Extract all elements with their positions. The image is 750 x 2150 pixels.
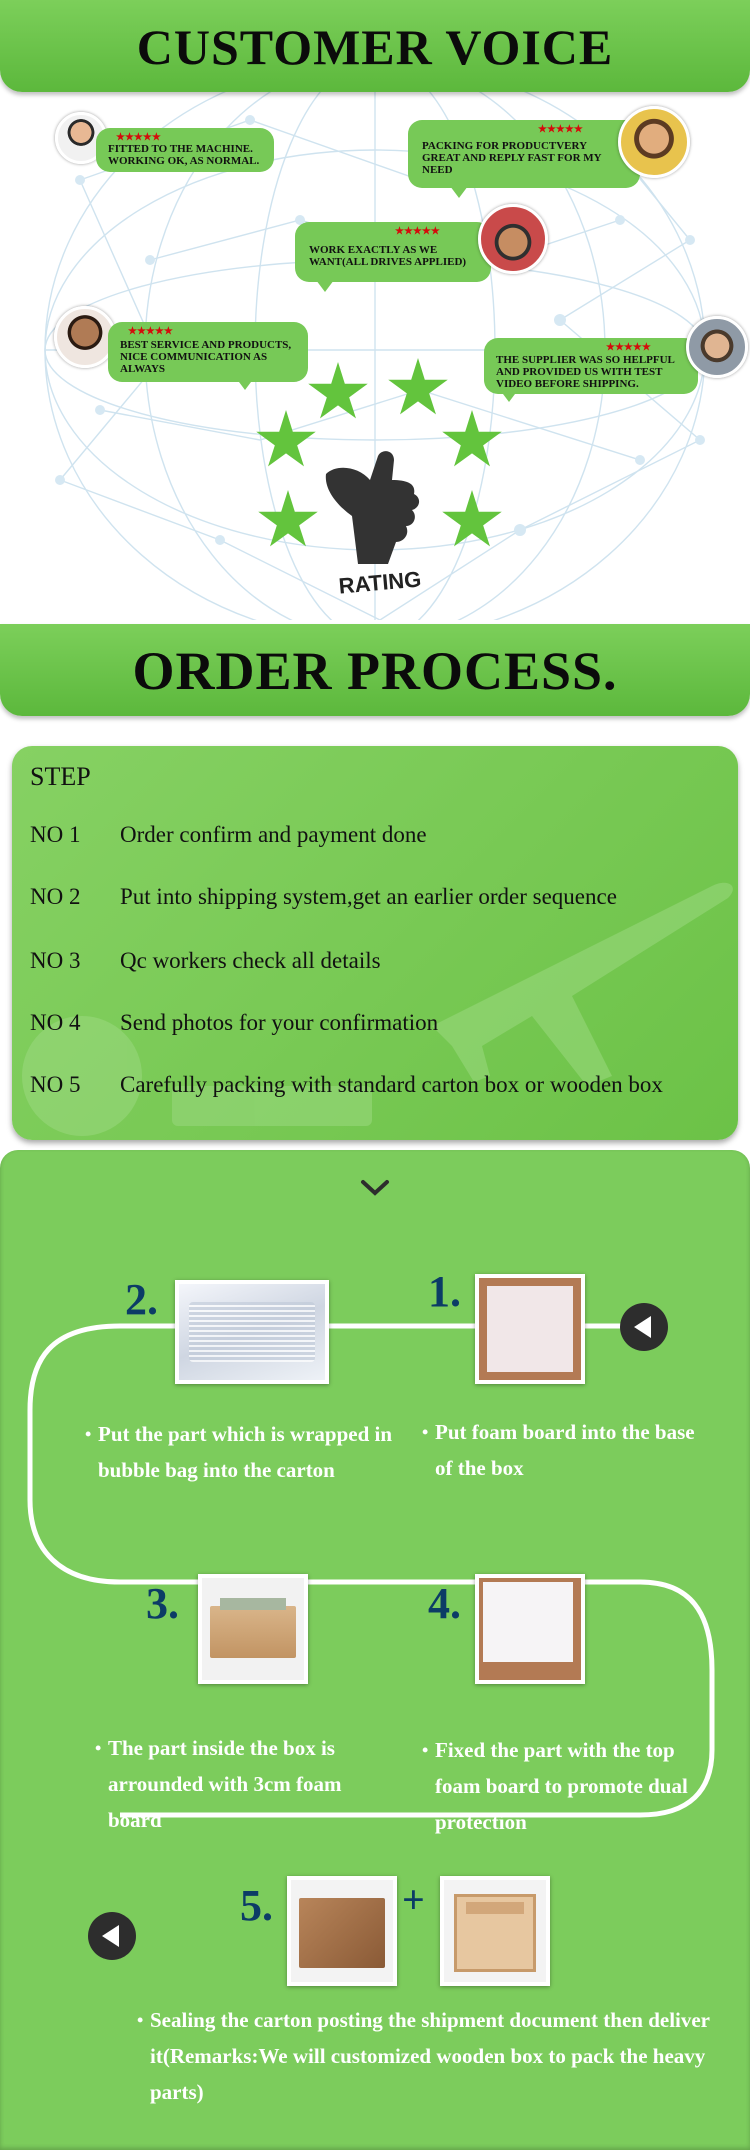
step-number: 1. (428, 1267, 461, 1316)
order-process-title: ORDER PROCESS. (132, 641, 618, 701)
step-number: NO 2 (30, 884, 81, 909)
step-row: NO 1 Order confirm and payment done (30, 822, 730, 852)
chevron-down-icon[interactable] (360, 1178, 390, 1198)
review-bubble: ★★★★★ PACKING FOR PRODUCTVERY GREAT AND … (408, 120, 640, 188)
step-row: NO 2 Put into shipping system,get an ear… (30, 884, 730, 914)
top-foam-photo (475, 1574, 585, 1684)
packing-step-text: •Fixed the part with the top foam board … (422, 1738, 688, 1834)
step-row: NO 4 Send photos for your confirmation (30, 1010, 730, 1040)
step-text: Put into shipping system,get an earlier … (120, 884, 617, 909)
review-text: FITTED TO THE MACHINE. WORKING OK, AS NO… (108, 143, 260, 167)
sealed-carton-photo (287, 1876, 397, 1986)
step-text: Order confirm and payment done (120, 822, 427, 847)
previous-arrow-icon (88, 1912, 136, 1960)
bubble-wrap-photo (175, 1280, 329, 1384)
reviewer-avatar (686, 316, 748, 378)
step-text: Qc workers check all details (120, 948, 381, 973)
packing-step-text: •Put foam board into the base of the box (422, 1420, 695, 1480)
step-number: NO 1 (30, 822, 81, 847)
step-heading: STEP (30, 762, 91, 791)
packing-step-text: •Sealing the carton posting the shipment… (137, 2008, 710, 2104)
packing-section: 2. 1. •Put the part which is wrapped in … (0, 1150, 750, 2150)
step-text: Send photos for your confirmation (120, 1010, 439, 1035)
review-bubble: ★★★★★ FITTED TO THE MACHINE. WORKING OK,… (96, 128, 274, 172)
process-path (27, 1323, 715, 1818)
reviewer-avatar (478, 204, 548, 274)
rating-stars: ★★★★★ (538, 124, 583, 135)
customer-voice-banner: CUSTOMER VOICE (0, 0, 750, 92)
packing-step-text: •Put the part which is wrapped in bubble… (85, 1422, 393, 1482)
customer-voice-section: CUSTOMER VOICE ★★★★★ FITTED TO THE MACHI… (0, 0, 750, 620)
foam-box-photo (475, 1274, 585, 1384)
review-text: PACKING FOR PRODUCTVERY GREAT AND REPLY … (422, 140, 602, 176)
review-bubble: ★★★★★ BEST SERVICE AND PRODUCTS, NICE CO… (108, 322, 308, 382)
order-steps-panel: STEP NO 1 Order confirm and payment done… (12, 746, 738, 1140)
review-text: THE SUPPLIER WAS SO HELPFUL AND PROVIDED… (496, 354, 675, 390)
step-number: 5. (240, 1881, 273, 1930)
step-number: NO 3 (30, 948, 81, 973)
step-row: NO 3 Qc workers check all details (30, 948, 730, 978)
step-number: NO 4 (30, 1010, 81, 1035)
rating-stars: ★★★★★ (606, 342, 651, 353)
review-text: WORK EXACTLY AS WE WANT(ALL DRIVES APPLI… (309, 244, 467, 268)
previous-arrow-icon (620, 1303, 668, 1351)
step-text: Carefully packing with standard carton b… (120, 1072, 663, 1097)
step-number: 4. (428, 1579, 461, 1628)
airplane-background (22, 882, 733, 1136)
step-row: NO 5 Carefully packing with standard car… (30, 1072, 730, 1102)
order-process-banner: ORDER PROCESS. (0, 624, 750, 716)
review-bubble: ★★★★★ THE SUPPLIER WAS SO HELPFUL AND PR… (484, 338, 698, 394)
review-text: BEST SERVICE AND PRODUCTS, NICE COMMUNIC… (120, 339, 292, 375)
step-number: 2. (125, 1275, 158, 1324)
thumbs-up-icon (325, 451, 420, 564)
step-number: 3. (146, 1579, 179, 1628)
customer-voice-title: CUSTOMER VOICE (136, 19, 614, 75)
rating-stars: ★★★★★ (395, 226, 440, 237)
carton-box-photo (198, 1574, 308, 1684)
reviewer-avatar (54, 306, 116, 368)
step-number: NO 5 (30, 1072, 81, 1097)
wooden-box-photo (440, 1876, 550, 1986)
reviewer-avatar (618, 106, 690, 178)
rating-stars: ★★★★★ (116, 132, 161, 143)
plus-sign: + (402, 1877, 425, 1922)
review-bubble: ★★★★★ WORK EXACTLY AS WE WANT(ALL DRIVES… (295, 222, 491, 282)
rating-stars: ★★★★★ (128, 326, 173, 337)
packing-step-text: •The part inside the box is arrounded wi… (95, 1736, 342, 1832)
